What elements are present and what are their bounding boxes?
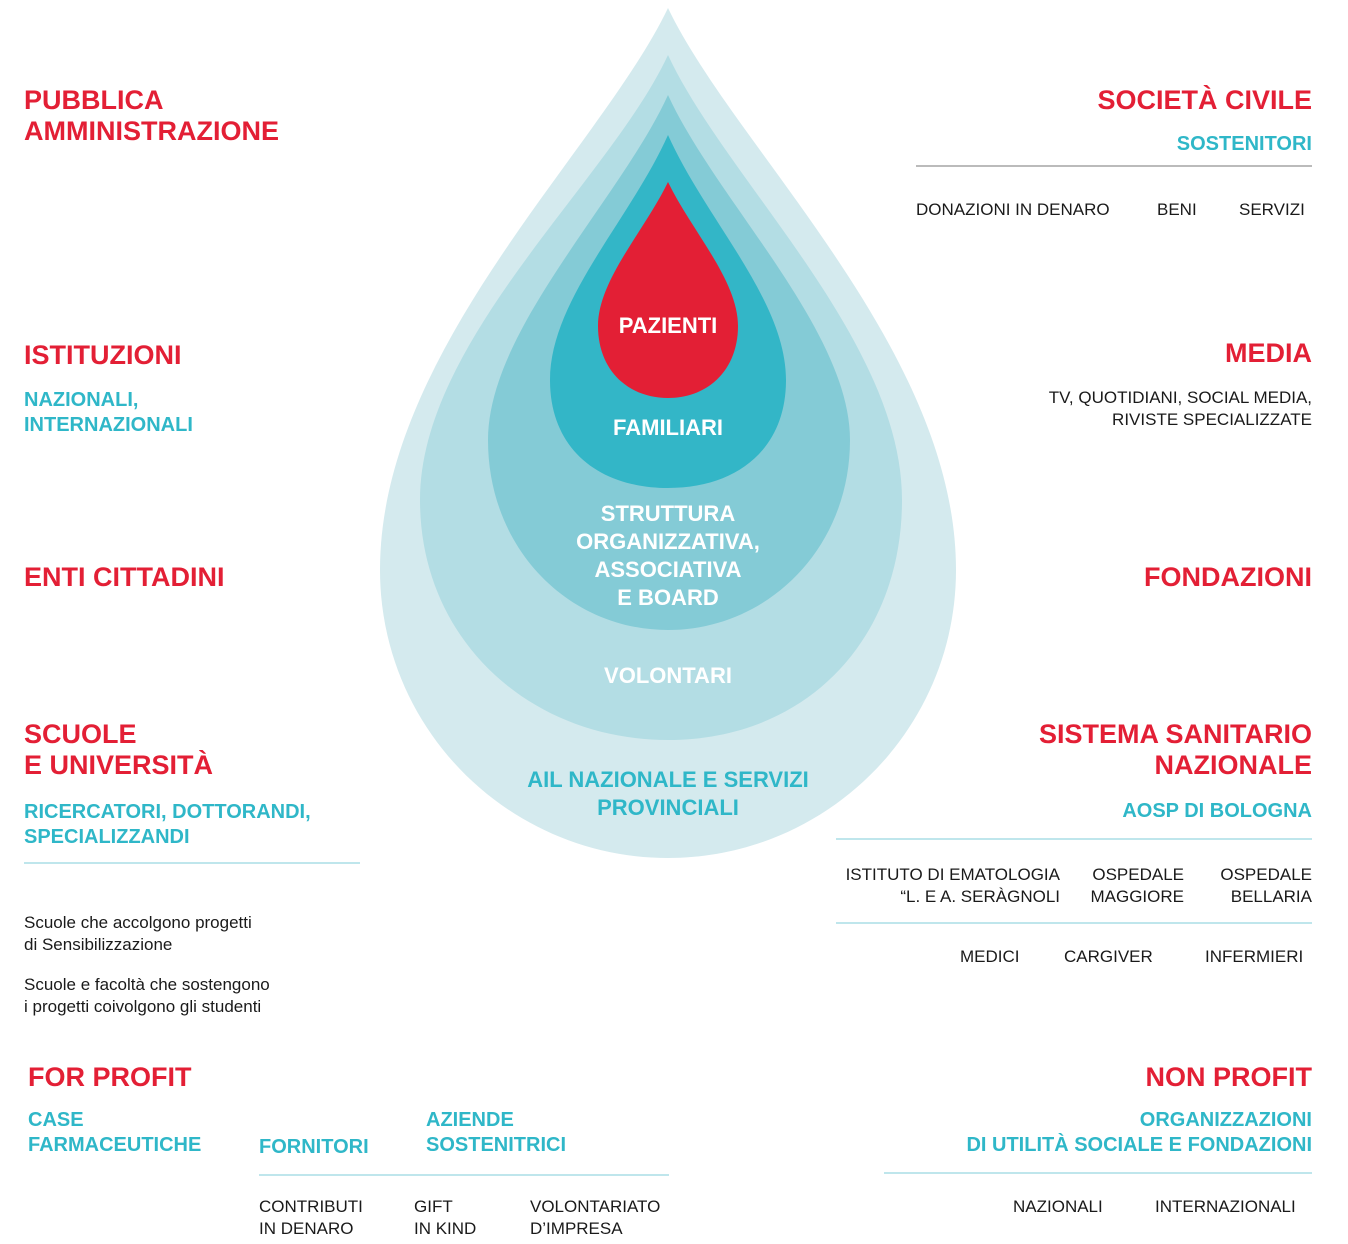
non-profit-sub: ORGANIZZAZIONI DI UTILITÀ SOCIALE E FOND… [966, 1109, 1312, 1156]
drop-layer-pazienti [598, 182, 738, 398]
istituzioni-sub: NAZIONALI, INTERNAZIONALI [24, 389, 193, 436]
pubblica-amministrazione-title: PUBBLICA AMMINISTRAZIONE [24, 85, 279, 146]
media-title: MEDIA [1225, 338, 1312, 368]
societa-item-beni: BENI [1157, 200, 1197, 219]
drop-label-ail: AIL NAZIONALE E SERVIZI PROVINCIALI [527, 767, 809, 820]
ssn-place-bellaria: OSPEDALE BELLARIA [1220, 865, 1312, 906]
enti-cittadini-title: ENTI CITTADINI [24, 562, 225, 592]
aziende-sostenitrici: AZIENDE SOSTENITRICI [426, 1109, 567, 1156]
scuole-divider [24, 862, 360, 864]
ssn-place-maggiore: OSPEDALE MAGGIORE [1090, 865, 1184, 906]
drop-label-volontari: VOLONTARI [604, 663, 732, 688]
societa-item-donazioni: DONAZIONI IN DENARO [916, 200, 1110, 219]
ssn-title: SISTEMA SANITARIO NAZIONALE [1038, 719, 1312, 780]
ssn-role-medici: MEDICI [960, 947, 1020, 966]
ssn-place-istituto: ISTITUTO DI EMATOLOGIA “L. E A. SERÀGNOL… [845, 865, 1060, 906]
ssn-role-infermieri: INFERMIERI [1205, 947, 1304, 966]
ssn-divider-2 [836, 922, 1312, 924]
fondazioni-title: FONDAZIONI [1144, 562, 1312, 592]
ssn-divider-1 [836, 838, 1312, 840]
istituzioni-title: ISTITUZIONI [24, 340, 182, 370]
for-profit-divider [259, 1174, 669, 1176]
drop-label-familiari: FAMILIARI [613, 415, 723, 440]
for-profit-item-volontariato: VOLONTARIATO D’IMPRESA [530, 1197, 661, 1238]
societa-item-servizi: SERVIZI [1239, 200, 1305, 219]
non-profit-title: NON PROFIT [1145, 1062, 1313, 1092]
for-profit-title: FOR PROFIT [28, 1062, 192, 1092]
non-profit-item-internazionali: INTERNAZIONALI [1155, 1197, 1296, 1216]
scuole-note-2: Scuole e facoltà che sostengono i proget… [24, 975, 270, 1016]
ssn-sub: AOSP DI BOLOGNA [1122, 800, 1312, 822]
scuole-title: SCUOLE E UNIVERSITÀ [24, 719, 214, 780]
societa-civile-title: SOCIETÀ CIVILE [1097, 85, 1312, 115]
drop-label-pazienti: PAZIENTI [618, 313, 718, 338]
case-farmaceutiche: CASE FARMACEUTICHE [28, 1109, 202, 1156]
fornitori: FORNITORI [259, 1136, 369, 1158]
societa-civile-sub: SOSTENITORI [1176, 133, 1312, 155]
for-profit-item-gift: GIFT IN KIND [414, 1197, 477, 1238]
drop-label-struttura: STRUTTURA ORGANIZZATIVA, ASSOCIATIVA E B… [576, 501, 760, 610]
non-profit-item-nazionali: NAZIONALI [1013, 1197, 1103, 1216]
scuole-sub: RICERCATORI, DOTTORANDI, SPECIALIZZANDI [24, 801, 311, 848]
ssn-role-cargiver: CARGIVER [1064, 947, 1153, 966]
non-profit-divider [884, 1172, 1312, 1174]
for-profit-item-contributi: CONTRIBUTI IN DENARO [259, 1197, 363, 1238]
societa-divider [916, 165, 1312, 167]
scuole-note-1: Scuole che accolgono progetti di Sensibi… [24, 913, 252, 954]
media-lines: TV, QUOTIDIANI, SOCIAL MEDIA, RIVISTE SP… [1048, 388, 1312, 429]
